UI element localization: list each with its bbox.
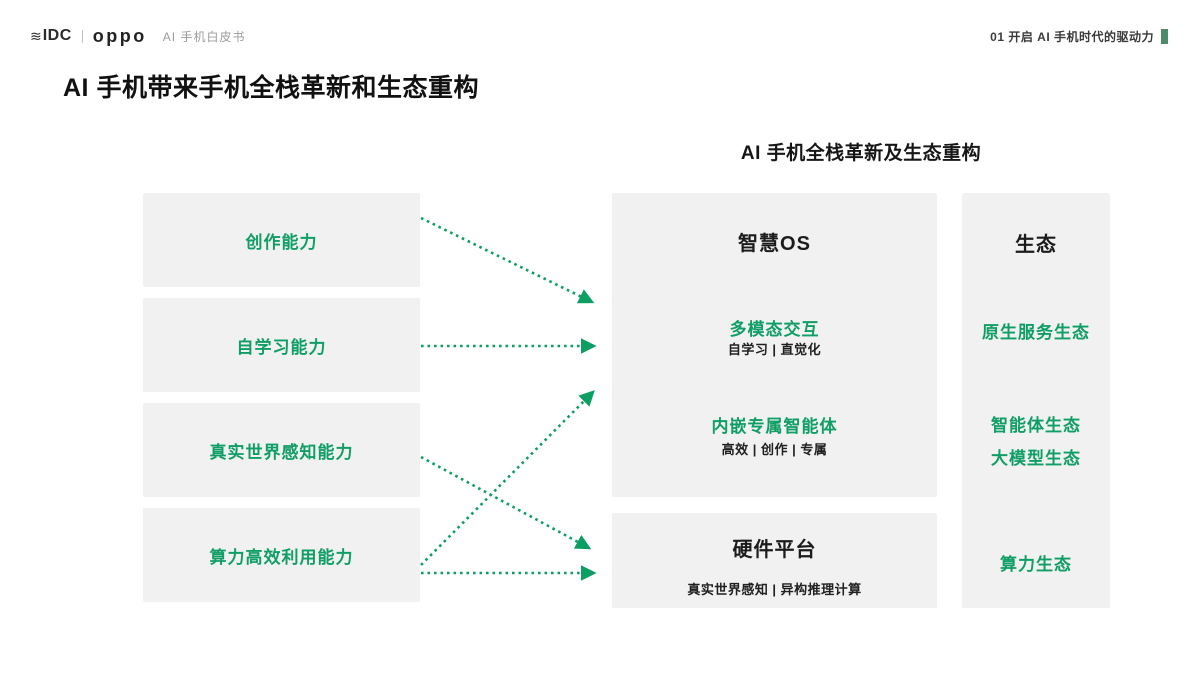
whitepaper-name: AI 手机白皮书 <box>162 29 246 44</box>
oppo-logo: oppo <box>92 26 147 46</box>
logo-divider <box>81 29 83 43</box>
page-title: AI 手机带来手机全栈革新和生态重构 <box>63 74 479 102</box>
capability-box-real-world-perception: 真实世界感知能力 <box>143 403 420 497</box>
capability-label: 创作能力 <box>245 232 318 252</box>
arrow-creation-to-os <box>420 216 595 304</box>
smart-os-box: 智慧OS 多模态交互 自学习 | 直觉化 内嵌专属智能体 高效 | 创作 | 专… <box>612 193 937 497</box>
multimodal-interaction-item: 多模态交互 <box>729 320 820 339</box>
ecosystem-title: 生态 <box>1015 234 1057 256</box>
arrow-perception-to-hardware <box>420 455 592 550</box>
capability-box-compute-efficiency: 算力高效利用能力 <box>143 508 420 602</box>
large-model-ecosystem-item: 大模型生态 <box>991 449 1081 468</box>
idc-logo: IDC <box>42 27 72 44</box>
idc-logo-icon: ≋ <box>30 28 42 44</box>
embedded-agent-subtitle: 高效 | 创作 | 专属 <box>721 442 828 457</box>
chapter-accent-bar <box>1161 28 1168 44</box>
arrow-compute-to-agent <box>420 390 595 566</box>
smart-os-title: 智慧OS <box>738 233 811 255</box>
compute-ecosystem-item: 算力生态 <box>1000 555 1072 574</box>
diagram-title: AI 手机全栈革新及生态重构 <box>740 143 982 164</box>
hardware-platform-title: 硬件平台 <box>732 539 817 561</box>
multimodal-interaction-subtitle: 自学习 | 直觉化 <box>727 342 822 357</box>
brand-logos: ≋ IDC oppo AI 手机白皮书 <box>30 27 245 45</box>
hardware-platform-subtitle: 真实世界感知 | 异构推理计算 <box>687 582 862 597</box>
chapter-indicator: 01 开启 AI 手机时代的驱动力 <box>990 28 1168 45</box>
ecosystem-box: 生态 原生服务生态 智能体生态 大模型生态 算力生态 <box>962 193 1110 608</box>
chapter-label: 01 开启 AI 手机时代的驱动力 <box>990 29 1154 44</box>
hardware-platform-box: 硬件平台 真实世界感知 | 异构推理计算 <box>612 513 937 608</box>
capability-box-creation: 创作能力 <box>143 193 420 287</box>
header: ≋ IDC oppo AI 手机白皮书 01 开启 AI 手机时代的驱动力 <box>30 24 1168 48</box>
capability-label: 算力高效利用能力 <box>209 547 354 567</box>
agent-ecosystem-item: 智能体生态 <box>991 416 1081 435</box>
capability-label: 真实世界感知能力 <box>209 442 354 462</box>
capability-label: 自学习能力 <box>236 337 327 357</box>
native-service-ecosystem-item: 原生服务生态 <box>982 323 1090 342</box>
capability-box-self-learning: 自学习能力 <box>143 298 420 392</box>
embedded-agent-item: 内嵌专属智能体 <box>711 417 838 436</box>
